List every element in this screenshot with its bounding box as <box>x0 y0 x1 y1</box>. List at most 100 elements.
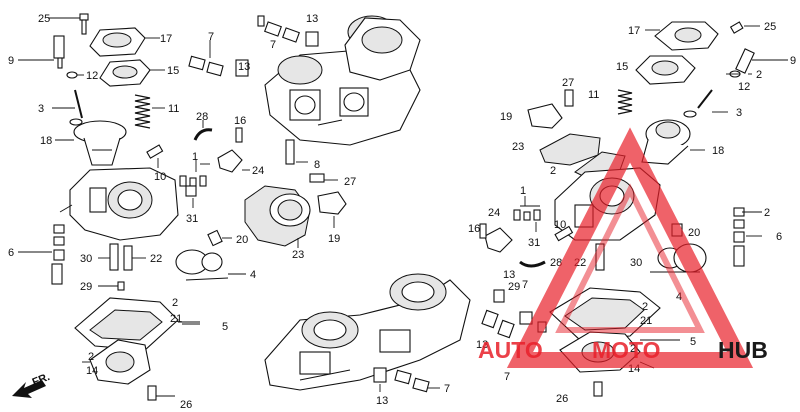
callout-12-right: 12 <box>738 81 750 93</box>
callout-2-right-e: 2 <box>630 343 636 355</box>
part-screw-29 <box>98 281 125 291</box>
callout-21-right: 21 <box>640 315 652 327</box>
callout-14: 14 <box>86 365 98 377</box>
callout-18-right: 18 <box>712 145 724 157</box>
callout-27: 27 <box>344 176 356 188</box>
callout-2-right-a: 2 <box>756 69 762 81</box>
callout-7-right-a: 7 <box>522 279 528 291</box>
part-jet-10 <box>146 144 164 168</box>
callout-29-right: 29 <box>508 281 520 293</box>
part-piston-18 <box>55 120 127 166</box>
part-hose-28-right <box>519 260 546 268</box>
callout-16-right: 16 <box>468 223 480 235</box>
part-top-cover-17-right <box>645 21 719 51</box>
callout-2-right-b: 2 <box>550 165 556 177</box>
watermark-triangle-inner-icon <box>555 183 705 333</box>
callout-3: 3 <box>38 103 44 115</box>
callout-20-right: 20 <box>688 227 700 239</box>
callout-4: 4 <box>250 269 256 281</box>
part-small-parts-1-31 <box>179 160 207 208</box>
part-top-cover-17 <box>89 27 160 57</box>
part-jets-6 <box>18 224 65 285</box>
part-float-4 <box>175 249 246 281</box>
callout-31-right: 31 <box>528 237 540 249</box>
callout-4-right: 4 <box>676 291 682 303</box>
part-jet-9-right <box>735 48 788 74</box>
watermark: AUTO MOTO HUB <box>478 127 768 368</box>
callout-1-right: 1 <box>520 185 526 197</box>
callout-19: 19 <box>328 233 340 245</box>
part-carb-assembly-top <box>264 15 421 146</box>
watermark-word-moto: MOTO <box>592 337 661 363</box>
callout-11: 11 <box>168 103 179 115</box>
callout-22: 22 <box>150 253 162 265</box>
callout-13-right-b: 13 <box>476 339 488 351</box>
part-carb-assembly-bottom <box>264 273 471 391</box>
part-screw-26 <box>147 385 175 401</box>
part-spring-11 <box>134 94 165 129</box>
callout-26: 26 <box>180 399 192 411</box>
callout-7-top-b: 7 <box>270 39 276 51</box>
callout-6: 6 <box>8 247 14 259</box>
part-screw-25-right <box>729 21 760 34</box>
callout-29: 29 <box>80 281 92 293</box>
part-jets-30-22 <box>98 243 146 271</box>
callout-26-right: 26 <box>556 393 568 405</box>
part-oring-12 <box>66 71 84 79</box>
callout-5-right: 5 <box>690 336 696 348</box>
part-cap-19 <box>317 191 347 228</box>
part-needle-3 <box>52 89 83 126</box>
part-jet-10-right <box>554 225 574 242</box>
watermark-word-auto: AUTO <box>478 337 543 363</box>
direction-arrow: FR. <box>12 371 52 398</box>
part-carb-body-left <box>59 167 179 241</box>
part-lever-24-right <box>484 227 513 253</box>
callout-2-right-c: 2 <box>764 207 770 219</box>
part-screw-25 <box>48 13 89 35</box>
callout-7-right-b: 7 <box>504 371 510 383</box>
part-float-chamber-5 <box>74 297 200 351</box>
callout-labels: 25 17 9 12 15 3 11 18 10 6 30 22 29 2 21… <box>8 13 796 411</box>
part-needle-3-right <box>683 89 728 118</box>
callout-16: 16 <box>234 115 246 127</box>
callout-1: 1 <box>192 151 198 163</box>
part-spring-11-right <box>617 89 633 115</box>
callout-10: 10 <box>154 171 166 183</box>
part-screw-27 <box>309 173 338 183</box>
callout-23-right: 23 <box>512 141 524 153</box>
callout-3-right: 3 <box>736 107 742 119</box>
callout-7-top: 7 <box>208 31 214 43</box>
callout-5: 5 <box>222 321 228 333</box>
part-piston-18-right <box>641 119 705 165</box>
part-lever-24 <box>217 149 250 173</box>
callout-11-right: 11 <box>588 89 599 101</box>
direction-label: FR. <box>31 371 52 389</box>
part-screws-13-7-right <box>481 289 547 339</box>
callout-15-right: 15 <box>616 61 628 73</box>
part-jet-20 <box>207 229 232 247</box>
callout-18: 18 <box>40 135 52 147</box>
callout-19-right: 19 <box>500 111 512 123</box>
callout-17-right: 17 <box>628 25 640 37</box>
callout-2-a: 2 <box>172 297 178 309</box>
part-gasket-23 <box>244 185 311 248</box>
callout-30-right: 30 <box>630 257 642 269</box>
part-jets-6-right <box>733 207 762 267</box>
part-screw-16 <box>235 127 243 143</box>
part-screws-7-13-top <box>188 15 319 77</box>
callout-28: 28 <box>196 111 208 123</box>
part-small-parts-1-right <box>513 196 541 232</box>
callout-25: 25 <box>38 13 50 25</box>
part-jet-8 <box>285 139 308 165</box>
callout-9: 9 <box>8 55 14 67</box>
leader-lines <box>182 40 762 341</box>
watermark-triangle-icon <box>506 127 754 368</box>
callout-30: 30 <box>80 253 92 265</box>
part-screw-27-right <box>564 89 574 107</box>
callout-17: 17 <box>160 33 172 45</box>
callout-13-top: 13 <box>238 61 250 73</box>
callout-23: 23 <box>292 249 304 261</box>
watermark-word-hub: HUB <box>718 337 768 363</box>
part-hose-28 <box>193 120 213 141</box>
